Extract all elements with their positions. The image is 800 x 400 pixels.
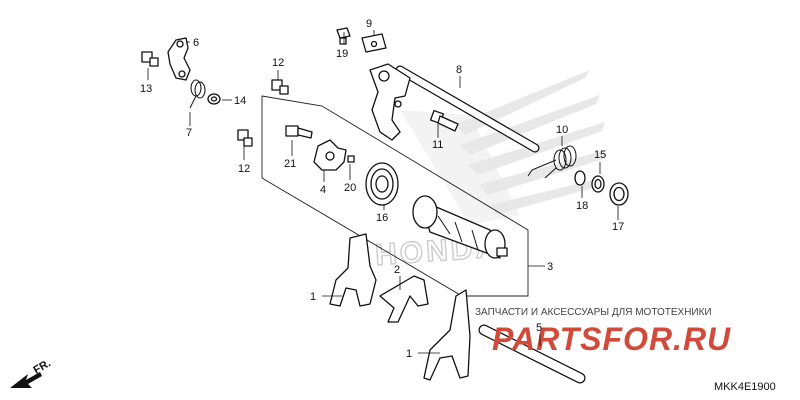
bolt-19	[336, 27, 351, 45]
callout-labels: 1 1 2 3 4 5 6 7 8 9 10 11 12 12 13 14 15…	[140, 18, 624, 360]
callout-4: 4	[320, 184, 326, 196]
direction-label: FR.	[32, 357, 53, 376]
stopper-arm	[167, 37, 191, 81]
callout-2: 2	[394, 264, 400, 276]
seal-17-inner	[613, 186, 625, 202]
callout-3: 3	[547, 261, 553, 273]
callout-21: 21	[284, 158, 296, 170]
assembly-outline-box	[261, 95, 529, 297]
bolt-13	[141, 51, 159, 67]
callout-20: 20	[344, 182, 356, 194]
diagram-code: MKK4E1900	[714, 381, 776, 393]
callout-6: 6	[193, 37, 199, 49]
bolt-21	[285, 125, 313, 139]
callout-18: 18	[576, 200, 588, 212]
callout-13: 13	[140, 83, 152, 95]
callout-5: 5	[536, 322, 542, 334]
callout-19: 19	[336, 48, 348, 60]
callout-7: 7	[186, 127, 192, 139]
fork-shaft-5	[478, 324, 586, 384]
callout-1: 1	[310, 291, 316, 303]
front-direction-arrow	[10, 372, 42, 388]
return-spring	[527, 145, 577, 179]
washer-14-inner	[210, 96, 218, 102]
callout-8: 8	[456, 64, 462, 76]
callout-11: 11	[432, 139, 443, 151]
callout-17: 17	[612, 221, 624, 233]
callout-9: 9	[366, 18, 372, 30]
callout-16: 16	[376, 212, 388, 224]
callout-14: 14	[234, 95, 246, 107]
callout-12: 12	[272, 57, 284, 69]
callout-10: 10	[556, 124, 568, 136]
shift-fork-1-left	[329, 233, 377, 307]
oil-seal-18	[574, 170, 586, 186]
leader-lines	[147, 30, 619, 354]
bolt-12-top	[271, 79, 289, 95]
callout-1: 1	[406, 348, 412, 360]
washer-15-inner	[594, 178, 602, 190]
gearshift-spindle	[369, 63, 540, 153]
bolt-12-lower	[237, 129, 253, 147]
watermark-brand: PARTSFOR.RU	[492, 321, 731, 357]
shift-fork-1-right	[423, 289, 471, 381]
shift-fork-2	[379, 275, 429, 323]
stopper-spring	[189, 79, 206, 109]
callout-15: 15	[594, 149, 606, 161]
callout-12: 12	[238, 163, 250, 175]
bearing-16	[365, 162, 399, 206]
dowel-pin-20	[347, 155, 355, 163]
shift-drum	[412, 195, 508, 259]
bolt-11	[429, 109, 459, 132]
watermark-tagline: ЗАПЧАСТИ И АКСЕССУАРЫ ДЛЯ МОТОТЕХНИКИ	[475, 307, 712, 318]
